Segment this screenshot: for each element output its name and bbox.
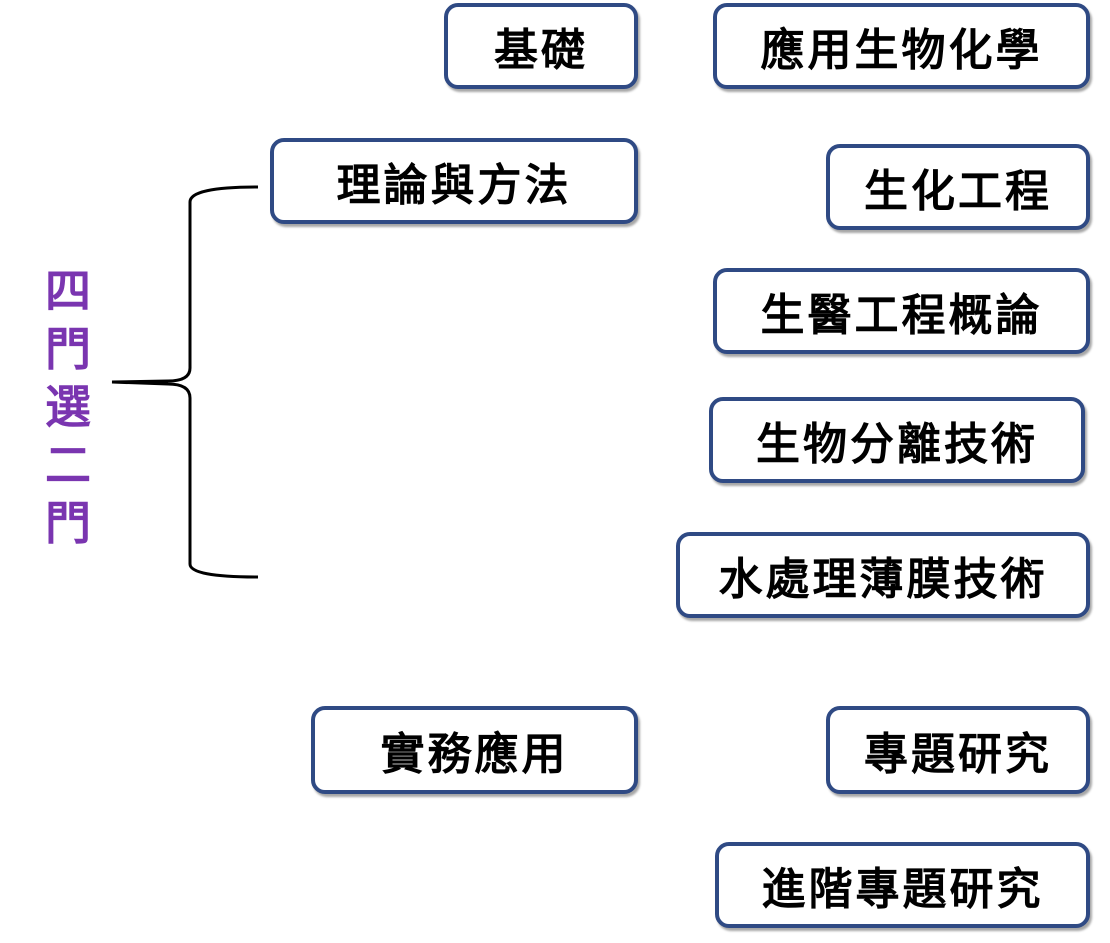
basics-label: 基礎 bbox=[494, 25, 588, 76]
biomedical-engineering-label: 生醫工程概論 bbox=[760, 290, 1043, 341]
project-research-box: 專題研究 bbox=[826, 706, 1090, 794]
practical-application-box: 實務應用 bbox=[311, 706, 638, 794]
project-research-label: 專題研究 bbox=[864, 729, 1052, 780]
theory-methods-label: 理論與方法 bbox=[336, 160, 572, 211]
four-choose-two-label: 四 門 選 二 門 bbox=[38, 262, 98, 552]
practical-application-label: 實務應用 bbox=[380, 729, 569, 780]
water-membrane-label: 水處理薄膜技術 bbox=[718, 554, 1048, 605]
applied-biochemistry-label: 應用生物化學 bbox=[760, 25, 1043, 76]
water-membrane-box: 水處理薄膜技術 bbox=[676, 532, 1090, 618]
vertical-label-char: 門 bbox=[45, 322, 91, 376]
vertical-label-char: 二 bbox=[45, 438, 91, 492]
bio-separation-label: 生物分離技術 bbox=[756, 419, 1038, 470]
vertical-label-char: 門 bbox=[45, 496, 91, 550]
basics-box: 基礎 bbox=[444, 3, 638, 89]
advanced-project-research-box: 進階專題研究 bbox=[715, 842, 1090, 928]
biochemical-engineering-box: 生化工程 bbox=[826, 144, 1090, 230]
applied-biochemistry-box: 應用生物化學 bbox=[713, 3, 1090, 89]
biomedical-engineering-box: 生醫工程概論 bbox=[713, 268, 1090, 354]
biochemical-engineering-label: 生化工程 bbox=[864, 166, 1052, 217]
theory-methods-box: 理論與方法 bbox=[270, 138, 638, 224]
vertical-label-char: 四 bbox=[45, 264, 91, 318]
bio-separation-box: 生物分離技術 bbox=[709, 397, 1085, 483]
vertical-label-char: 選 bbox=[45, 380, 91, 434]
advanced-project-research-label: 進階專題研究 bbox=[761, 864, 1044, 915]
